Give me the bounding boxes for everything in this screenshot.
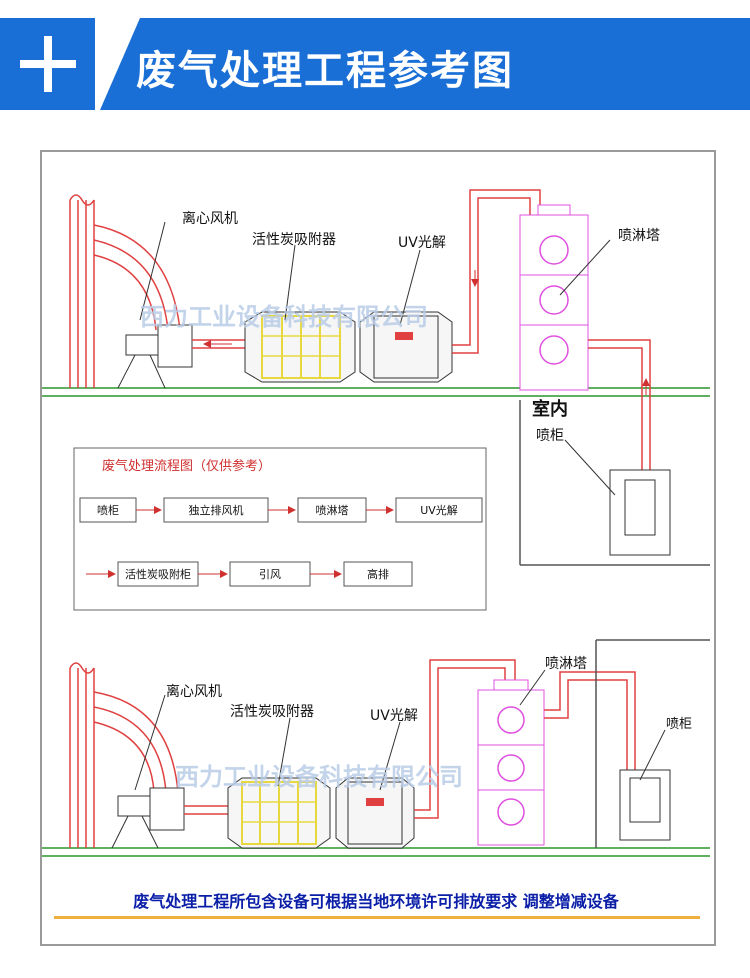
label-fan-top: 离心风机 [182, 210, 238, 227]
bottom-diagram: 西力工业设备科技有限公司 离心风机 活性炭吸附器 UV光解 喷淋塔 喷柜 [42, 639, 710, 857]
label-tower-top: 喷淋塔 [618, 228, 660, 244]
carbon-adsorber-bottom [227, 777, 331, 849]
top-diagram: 西力工业设备科技有限公司 离心风机 活性炭吸附器 UV光解 喷淋塔 室内 喷柜 [42, 189, 710, 566]
spray-tower-bottom [477, 679, 545, 846]
uv-photolysis-top [359, 311, 453, 383]
spray-tower-top [519, 204, 589, 391]
flow-step-6: 引风 [259, 567, 281, 581]
footer-underline [54, 916, 700, 919]
flow-step-3: 喷淋塔 [316, 504, 349, 517]
label-fan-bottom: 离心风机 [166, 683, 222, 700]
label-uv-top: UV光解 [398, 235, 446, 251]
title-banner: 废气处理工程参考图 [0, 18, 750, 110]
chimney-top [69, 194, 95, 388]
centrifugal-fan-bottom [111, 787, 185, 849]
label-tower-bottom: 喷淋塔 [545, 656, 587, 672]
flow-step-4: UV光解 [420, 503, 458, 517]
spray-cabinet-bottom [595, 639, 710, 848]
plus-icon [0, 18, 95, 110]
footer-note: 废气处理工程所包含设备可根据当地环境许可排放要求 调整增减设备 [133, 892, 619, 911]
uv-photolysis-bottom [335, 777, 415, 849]
label-carbon-top: 活性炭吸附器 [252, 232, 336, 248]
label-indoor-top: 室内 [532, 398, 568, 420]
centrifugal-fan-top [117, 324, 193, 389]
label-watermark-bottom: 西力工业设备科技有限公司 [175, 763, 463, 791]
chimney-bottom [69, 662, 95, 848]
flow-step-2: 独立排风机 [189, 503, 244, 517]
flow-step-1: 喷柜 [97, 504, 119, 517]
label-carbon-bottom: 活性炭吸附器 [230, 704, 314, 720]
label-cabinet-top: 喷柜 [536, 428, 564, 444]
flow-step-7: 高排 [367, 567, 389, 581]
label-uv-bottom: UV光解 [370, 708, 418, 724]
page-title: 废气处理工程参考图 [136, 48, 514, 94]
carbon-adsorber-top [244, 311, 356, 383]
title-bar-bg [100, 18, 750, 110]
header: 废气处理工程参考图 [0, 0, 750, 115]
flow-step-5: 活性炭吸附柜 [125, 567, 191, 581]
indoor-room-top [519, 400, 710, 566]
label-cabinet-bottom: 喷柜 [666, 717, 692, 732]
flowchart-title: 废气处理流程图（仅供参考） [102, 458, 271, 474]
label-watermark-top: 西力工业设备科技有限公司 [140, 303, 428, 331]
flowchart: 废气处理流程图（仅供参考） 喷柜 独立排风机 喷淋塔 UV光解 活性炭吸附柜 引… [73, 447, 487, 611]
